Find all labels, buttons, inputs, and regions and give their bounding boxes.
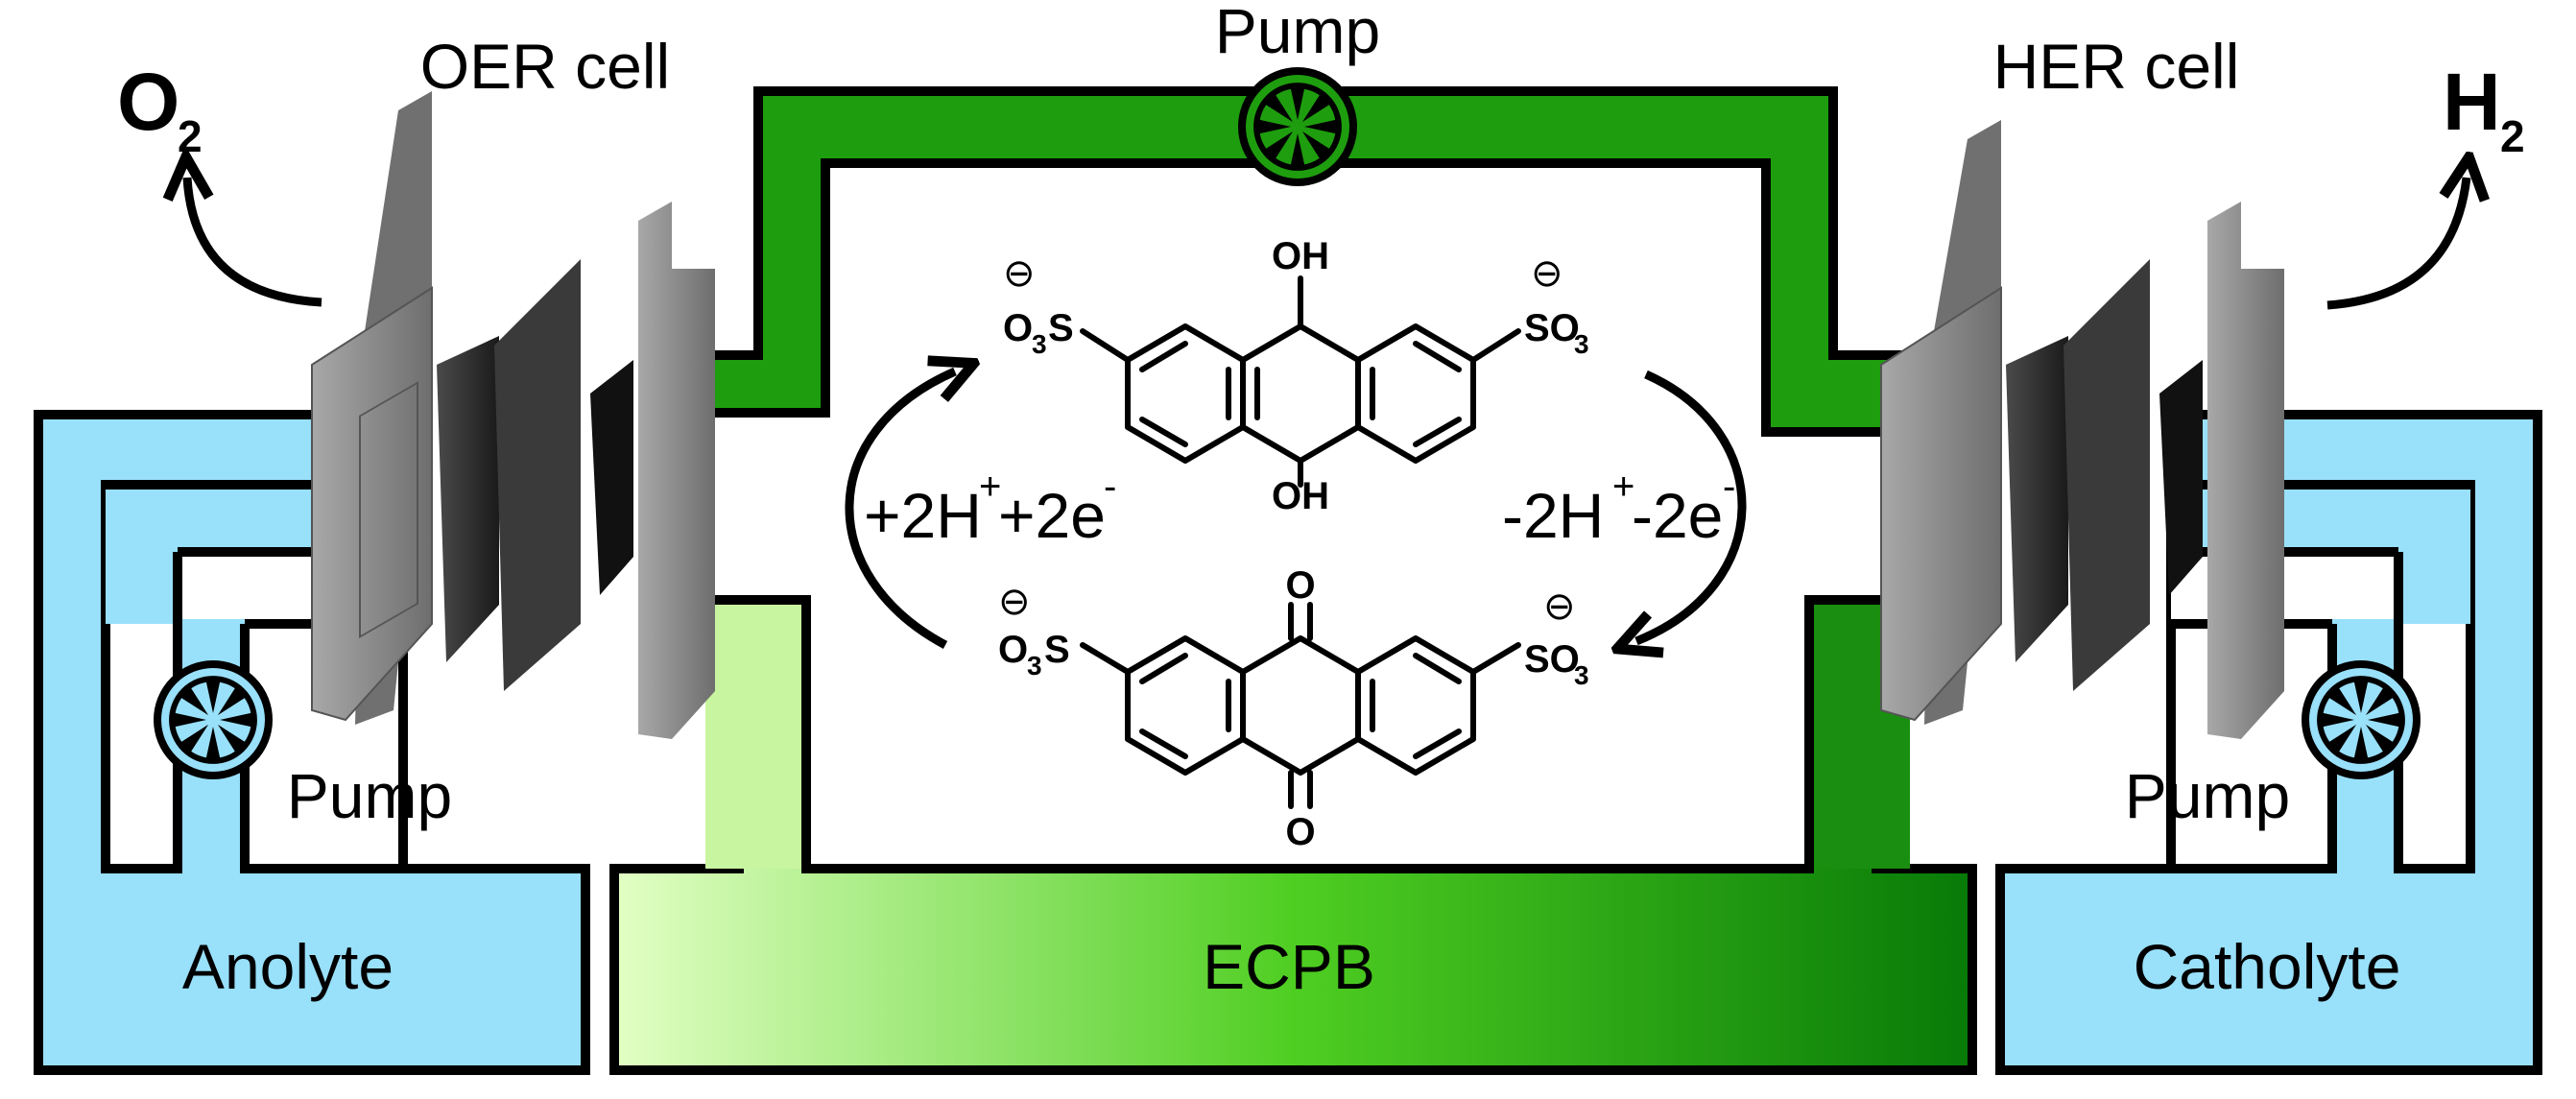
pump-right	[2302, 660, 2421, 779]
ecpb-label: ECPB	[1203, 931, 1375, 1002]
q-left-charge: ⊖	[998, 581, 1031, 623]
her-cell-label: HER cell	[1993, 31, 2240, 102]
q-top-group: O	[1285, 564, 1315, 607]
q-right-charge: ⊖	[1543, 585, 1576, 628]
o2-main: O	[117, 57, 179, 147]
q-right-so: SO	[1524, 638, 1580, 681]
hydroquinone-structure	[1080, 275, 1521, 488]
o2-arrow	[187, 178, 322, 307]
pump-top	[1238, 67, 1357, 186]
oxidation-arrow	[1636, 370, 1747, 641]
reduction-e-charge: -	[1104, 466, 1116, 508]
pump-left-label: Pump	[287, 760, 452, 831]
q-bottom-group: O	[1285, 811, 1315, 853]
h2-arrow	[2326, 178, 2467, 310]
o2-label: O 2	[117, 57, 203, 161]
reduction-h-charge: +	[979, 466, 1001, 508]
anolyte-label: Anolyte	[182, 931, 394, 1002]
oxidation-h-charge: +	[1612, 466, 1634, 508]
her-cell-stack	[1880, 120, 2284, 739]
reduction-h-coef: +2H	[864, 480, 982, 551]
h2-main: H	[2443, 57, 2501, 147]
oer-cell-stack	[311, 91, 715, 739]
reduction-label: +2H + +2e -	[864, 466, 1116, 551]
o2-sub: 2	[178, 111, 203, 161]
hq-right-so: SO	[1524, 307, 1580, 349]
quinone-structure	[1080, 602, 1521, 809]
reduction-e-coef: +2e	[998, 480, 1106, 551]
pump-top-label: Pump	[1215, 0, 1380, 66]
hq-left-s: S	[1048, 307, 1074, 349]
hydroquinone-labels: OH OH O 3 S ⊖ SO 3 ⊖	[1003, 235, 1589, 517]
q-left-o: O	[998, 629, 1028, 671]
q-left-s: S	[1044, 629, 1070, 671]
h2-label: H 2	[2443, 57, 2525, 161]
oxidation-label: -2H + -2e -	[1502, 466, 1735, 551]
hq-top-group: OH	[1272, 235, 1329, 277]
oxidation-h-coef: -2H	[1502, 480, 1604, 551]
h2-sub: 2	[2500, 111, 2525, 161]
q-right-sub: 3	[1574, 660, 1589, 690]
hq-left-sub: 3	[1032, 329, 1047, 359]
catholyte-label: Catholyte	[2134, 931, 2401, 1002]
hq-right-sub: 3	[1574, 329, 1589, 359]
oer-cell-label: OER cell	[420, 31, 670, 102]
pump-right-label: Pump	[2125, 760, 2290, 831]
oxidation-e-coef: -2e	[1632, 480, 1723, 551]
oxidation-e-charge: -	[1723, 466, 1735, 508]
q-left-sub: 3	[1027, 651, 1042, 681]
quinone-labels: O O O 3 S ⊖ SO 3 ⊖	[998, 564, 1589, 853]
hq-right-charge: ⊖	[1531, 252, 1563, 295]
hq-left-o: O	[1003, 307, 1033, 349]
hq-left-charge: ⊖	[1003, 252, 1036, 295]
hq-bottom-group: OH	[1272, 475, 1329, 517]
reduction-arrow	[845, 371, 955, 649]
pump-left	[154, 660, 273, 779]
